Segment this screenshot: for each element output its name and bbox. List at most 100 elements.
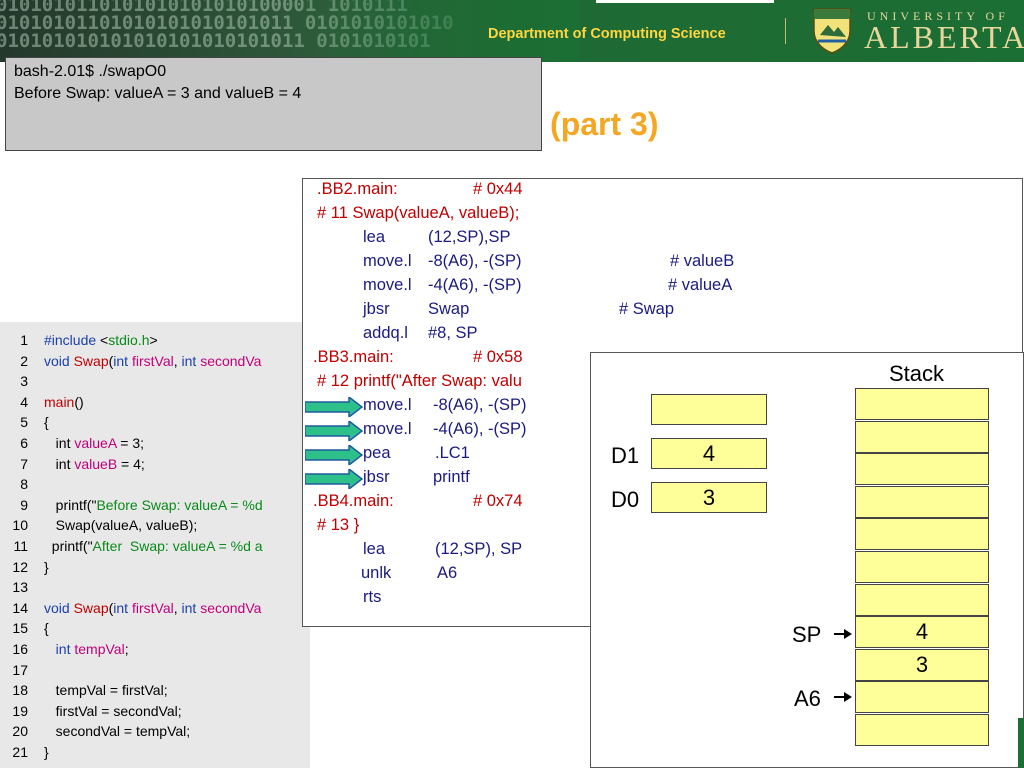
asm-comment: # Swap [619, 300, 675, 318]
stack-title: Stack [889, 361, 945, 386]
stack-cell [855, 681, 989, 714]
code-token: { [44, 620, 49, 637]
code-line: 5{ [0, 412, 310, 433]
code-line: 18 tempVal = firstVal; [0, 680, 310, 701]
asm-args: A6 [437, 564, 458, 582]
code-text: printf("After Swap: valueA = %d a [44, 536, 263, 557]
asm-args: printf [433, 468, 470, 486]
department-name: Department of Computing Science [488, 26, 726, 42]
stack-cell [855, 453, 989, 486]
line-number: 1 [20, 332, 28, 348]
asm-op: lea [363, 540, 386, 558]
code-line: 6 int valueA = 3; [0, 433, 310, 454]
code-token: int [44, 455, 75, 472]
footer-accent [1018, 718, 1024, 768]
asm-comment: # valueA [668, 276, 733, 294]
line-number: 15 [12, 620, 28, 637]
asm-op: pea [363, 444, 391, 462]
code-token: } [44, 558, 49, 575]
code-token: After Swap: valueA = %d a [92, 537, 263, 554]
line-number: 10 [12, 517, 28, 534]
code-line: 17 [0, 660, 310, 681]
line-number: 6 [20, 434, 28, 451]
bb4-address: # 0x74 [473, 492, 523, 510]
asm-args: -4(A6), -(SP) [433, 420, 527, 438]
code-text: int valueA = 3; [44, 433, 144, 454]
code-token: < [100, 332, 109, 348]
asm-args: -4(A6), -(SP) [428, 276, 522, 294]
code-token: ; [124, 640, 129, 657]
code-token: Swap [73, 352, 109, 369]
terminal-line: Before Swap: valueA = 3 and valueB = 4 [14, 85, 302, 102]
code-token: main [44, 393, 75, 410]
arrow-right-icon [305, 397, 363, 417]
line-number: 19 [12, 702, 28, 719]
bb4-label: .BB4.main: [313, 492, 394, 510]
line-number: 9 [20, 496, 28, 513]
code-token: Swap [73, 599, 109, 616]
stack-cell: 3 [855, 648, 989, 681]
code-token: printf(" [44, 496, 97, 513]
asm-args: -8(A6), -(SP) [428, 252, 522, 270]
stack-cell [855, 420, 989, 453]
code-token: secondVa [200, 352, 262, 369]
code-line: 7 int valueB = 4; [0, 454, 310, 475]
asm-args: (12,SP),SP [428, 228, 511, 246]
code-text: main() [44, 392, 84, 413]
arrow-right-icon [305, 469, 363, 489]
code-token: () [74, 393, 84, 410]
asm-op: move.l [363, 252, 412, 270]
code-token: #include [44, 332, 101, 348]
code-token: ( [108, 352, 114, 369]
arrow-right-icon [305, 421, 363, 441]
asm-op: addq.l [363, 324, 408, 342]
code-line: 20 secondVal = tempVal; [0, 721, 310, 742]
line-number: 8 [20, 476, 28, 493]
asm-op: move.l [363, 420, 412, 438]
line-number: 20 [12, 723, 28, 740]
code-token: firstVal = secondVal; [44, 702, 182, 719]
a6-label: A6 [794, 686, 821, 711]
stack-cell [855, 551, 989, 583]
register-blank [651, 394, 767, 425]
asm-comment: # valueB [670, 252, 735, 270]
code-line: 1#include <stdio.h> [0, 330, 310, 351]
a6-arrow-icon [834, 692, 852, 702]
asm-op: jbsr [363, 468, 390, 486]
code-token: printf(" [44, 537, 93, 554]
code-token: firstVal [131, 352, 174, 369]
code-token: tempVal = firstVal; [44, 682, 168, 699]
code-text: printf("Before Swap: valueA = %d [44, 495, 263, 516]
code-token: int [44, 434, 75, 451]
code-text: firstVal = secondVal; [44, 701, 182, 722]
bb2-comment: # 11 Swap(valueA, valueB); [317, 204, 520, 222]
line-number: 5 [20, 414, 28, 431]
code-line: 9 printf("Before Swap: valueA = %d [0, 495, 310, 516]
asm-args: .LC1 [435, 444, 470, 462]
code-line: 3 [0, 371, 310, 392]
code-text: secondVal = tempVal; [44, 721, 191, 742]
asm-op: lea [363, 228, 386, 246]
asm-args: #8, SP [428, 324, 478, 342]
code-token: Before Swap: valueA = %d [96, 496, 263, 513]
terminal-output: bash-2.01$ ./swapO0 Before Swap: valueA … [5, 57, 542, 151]
line-number: 14 [12, 599, 28, 616]
code-token: secondVa [200, 599, 262, 616]
university-crest-icon [813, 8, 851, 54]
code-text: } [44, 557, 49, 578]
code-token: int [113, 599, 132, 616]
university-label: UNIVERSITY OF [867, 9, 1009, 23]
code-token: stdio.h [108, 332, 150, 348]
university-name: ALBERTA [864, 19, 1024, 55]
code-token: firstVal [131, 599, 174, 616]
code-line: 21} [0, 742, 310, 763]
code-text: } [44, 742, 49, 763]
header-separator [785, 18, 786, 44]
code-text: { [44, 412, 49, 433]
line-number: 3 [20, 373, 28, 390]
code-text: { [44, 618, 49, 639]
line-number: 21 [12, 743, 28, 760]
line-number: 11 [13, 537, 28, 554]
